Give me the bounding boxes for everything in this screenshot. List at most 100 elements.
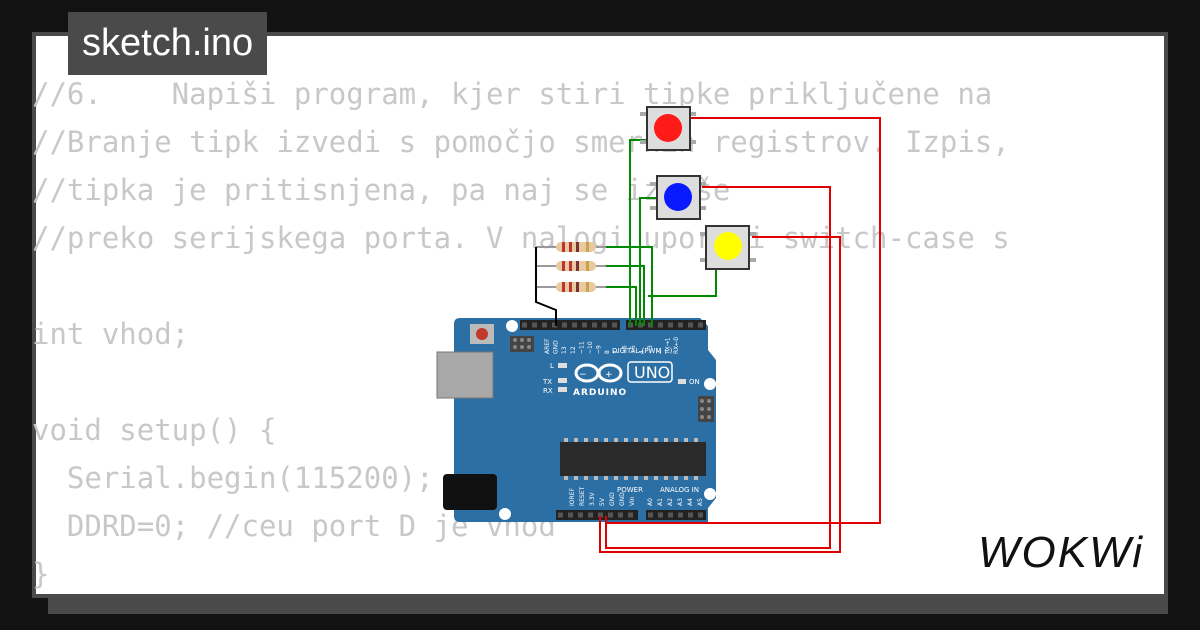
- header-pin[interactable]: [668, 322, 673, 328]
- pin-label: AREF: [544, 338, 551, 354]
- svg-text:+: +: [605, 370, 613, 380]
- chip-leg: [584, 476, 588, 480]
- header-pin[interactable]: [688, 322, 693, 328]
- header-pin[interactable]: [552, 322, 557, 328]
- led-label-rx: RX: [543, 387, 553, 395]
- arduino-uno-board: DIGITAL (PWM ~) POWER ANALOG IN ON L TX …: [436, 318, 716, 522]
- header-pin[interactable]: [598, 512, 603, 518]
- resistor: [536, 282, 606, 292]
- pushbutton-blue[interactable]: [650, 175, 706, 220]
- pushbutton-red[interactable]: [640, 106, 696, 151]
- arduino-logo-icon: [574, 363, 623, 383]
- pin-label: 8: [604, 350, 611, 354]
- resistors: [536, 242, 606, 292]
- chip-leg: [614, 476, 618, 480]
- pin-label: GND: [609, 492, 616, 506]
- header-pin[interactable]: [578, 512, 583, 518]
- chip-leg: [634, 476, 638, 480]
- pushbutton-yellow[interactable]: [700, 225, 756, 270]
- header-pin[interactable]: [572, 322, 577, 328]
- header-pin[interactable]: [628, 512, 633, 518]
- header-pin[interactable]: [618, 512, 623, 518]
- chip-leg: [604, 438, 608, 442]
- pin-label: ~5: [630, 345, 637, 354]
- wokwi-logo: WOKWi: [978, 528, 1145, 577]
- atmega-chip: [560, 442, 706, 476]
- chip-leg: [624, 438, 628, 442]
- pin-label: ~3: [647, 345, 654, 354]
- code-line: }: [32, 557, 50, 591]
- signal-wires: [606, 139, 717, 326]
- header-pin[interactable]: [562, 322, 567, 328]
- pin-label: 5V: [599, 497, 606, 506]
- pin-label: A0: [647, 498, 654, 506]
- pin-label: ~9: [596, 345, 603, 354]
- header-pin[interactable]: [648, 322, 653, 328]
- header-pin[interactable]: [558, 512, 563, 518]
- code-line: //tipka je pritisnjena, pa naj se izpiše: [32, 173, 731, 207]
- pin-label: ~6: [621, 345, 628, 354]
- pin-label: GND: [619, 492, 626, 506]
- chip-leg: [614, 438, 618, 442]
- pin-label: IOREF: [569, 488, 576, 506]
- chip-leg: [574, 476, 578, 480]
- chip-leg: [564, 438, 568, 442]
- sketch-title-tab: sketch.ino: [68, 12, 268, 75]
- pin-label: 2: [656, 350, 663, 354]
- chip-leg: [584, 438, 588, 442]
- resistor: [536, 261, 606, 271]
- led-label-l: L: [550, 362, 554, 370]
- pin-label: A1: [657, 498, 664, 506]
- board-name: UNO: [634, 363, 670, 382]
- header-pin[interactable]: [612, 322, 617, 328]
- header-pin[interactable]: [678, 512, 683, 518]
- code-line: //6. Napiši program, kjer stiri tipke pr…: [32, 77, 993, 111]
- chip-leg: [644, 438, 648, 442]
- svg-text:−: −: [579, 370, 587, 380]
- header-pin[interactable]: [658, 322, 663, 328]
- pin-label: A5: [697, 498, 704, 506]
- chip-leg: [694, 438, 698, 442]
- chip-leg: [594, 476, 598, 480]
- header-pin[interactable]: [532, 322, 537, 328]
- header-pin[interactable]: [592, 322, 597, 328]
- header-pin[interactable]: [608, 512, 613, 518]
- header-pin[interactable]: [668, 512, 673, 518]
- chip-leg: [624, 476, 628, 480]
- pin-label: A4: [687, 498, 694, 506]
- card-shadow: [48, 594, 1168, 614]
- header-power: [556, 510, 638, 520]
- sketch-title: sketch.ino: [82, 22, 254, 64]
- chip-leg: [654, 476, 658, 480]
- header-pin[interactable]: [568, 512, 573, 518]
- code-background: //6. Napiši program, kjer stiri tipke pr…: [32, 70, 1010, 598]
- header-pin[interactable]: [698, 512, 703, 518]
- header-pin[interactable]: [688, 512, 693, 518]
- power-wires: [599, 117, 881, 553]
- code-line: void setup() {: [32, 413, 277, 447]
- code-line: //Branje tipk izvedi s pomočjo smernih r…: [32, 125, 1010, 159]
- header-pin[interactable]: [602, 322, 607, 328]
- header-pin[interactable]: [658, 512, 663, 518]
- pin-label: 13: [561, 346, 568, 354]
- header-right: [626, 320, 706, 330]
- pin-label: A2: [667, 498, 674, 506]
- header-pin[interactable]: [588, 512, 593, 518]
- header-pin[interactable]: [582, 322, 587, 328]
- header-analog: [646, 510, 706, 520]
- header-pin[interactable]: [678, 322, 683, 328]
- header-pin[interactable]: [648, 512, 653, 518]
- header-pin[interactable]: [542, 322, 547, 328]
- analog-label: ANALOG IN: [660, 486, 699, 494]
- chip-leg: [654, 438, 658, 442]
- chip-leg: [604, 476, 608, 480]
- chip-leg: [574, 438, 578, 442]
- pin-label: A3: [677, 498, 684, 506]
- resistor: [536, 242, 606, 252]
- header-pin[interactable]: [698, 322, 703, 328]
- chip-leg: [674, 476, 678, 480]
- code-line: int vhod;: [32, 317, 190, 351]
- header-left: [520, 320, 620, 330]
- header-pin[interactable]: [522, 322, 527, 328]
